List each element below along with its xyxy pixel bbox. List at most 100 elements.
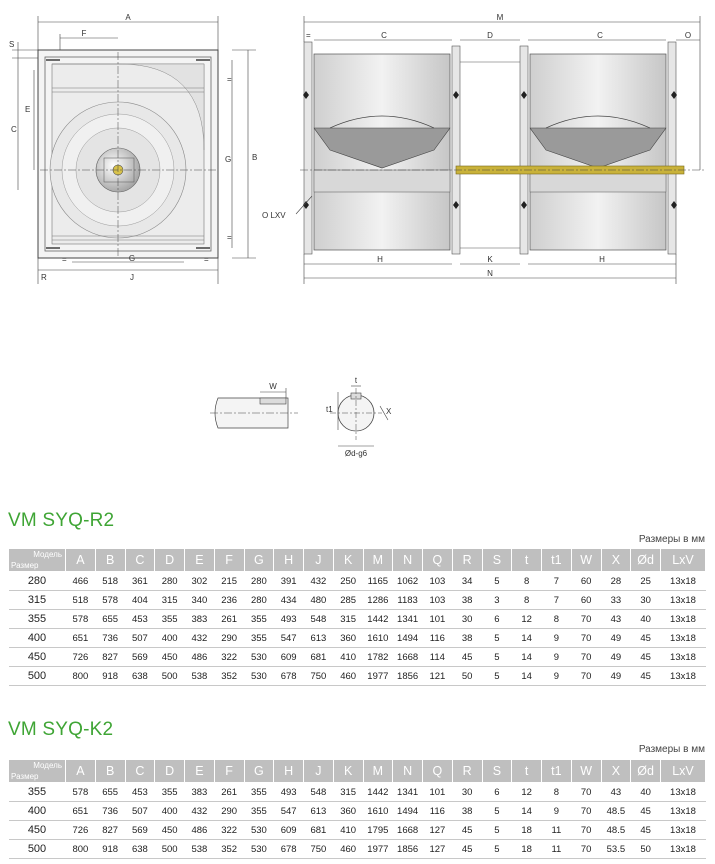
table-cell: 638 <box>125 839 155 859</box>
table-cell: 453 <box>125 782 155 802</box>
table-cell: 400 <box>154 628 185 648</box>
table-cell: 493 <box>273 782 304 802</box>
corner-size-label: Размер <box>11 561 39 570</box>
table-cell: 14 <box>511 628 542 648</box>
table-cell: 1165 <box>363 571 393 591</box>
table-cell: 70 <box>571 839 601 859</box>
table-cell: 70 <box>571 647 601 667</box>
table-cell: 116 <box>422 801 453 821</box>
table-cell: 49 <box>601 666 631 686</box>
row-size-cell: 500 <box>8 839 66 859</box>
table-cell: 1062 <box>392 571 423 591</box>
column-header: X <box>600 759 632 783</box>
table-cell: 38 <box>452 801 482 821</box>
table-cell: 14 <box>511 647 542 667</box>
table-cell: 800 <box>65 839 96 859</box>
table-cell: 750 <box>303 839 334 859</box>
column-header: E <box>184 548 215 572</box>
table-cell: 45 <box>630 666 661 686</box>
column-header: LxV <box>660 759 706 783</box>
table-cell: 30 <box>452 609 482 629</box>
table-cell: 8 <box>541 609 572 629</box>
table-cell: 280 <box>244 571 274 591</box>
corner-model-label: Модель <box>33 550 62 559</box>
table-cell: 432 <box>303 571 334 591</box>
table-cell: 450 <box>154 647 185 667</box>
table-cell: 13x18 <box>660 609 706 629</box>
column-header: Ød <box>630 759 661 783</box>
column-header: W <box>570 759 602 783</box>
dim-label-H1: H <box>377 255 383 264</box>
table-cell: 355 <box>154 782 185 802</box>
table-cell: 49 <box>601 628 631 648</box>
table-cell: 548 <box>303 782 334 802</box>
dim-label-G-bottom: G <box>129 254 135 263</box>
dim-label-H2: H <box>599 255 605 264</box>
table-cell: 548 <box>303 609 334 629</box>
table-cell: 70 <box>571 609 601 629</box>
table-cell: 40 <box>630 609 661 629</box>
table-cell: 30 <box>452 782 482 802</box>
dim-label-O: O <box>685 31 691 40</box>
column-header: N <box>392 548 423 572</box>
table-cell: 1494 <box>392 801 423 821</box>
table-cell: 6 <box>482 782 512 802</box>
table-cell: 11 <box>541 820 572 840</box>
table-cell: 453 <box>125 609 155 629</box>
table-cell: 500 <box>154 666 185 686</box>
table-cell: 400 <box>154 801 185 821</box>
table-cell: 530 <box>244 820 274 840</box>
table-cell: 5 <box>482 839 512 859</box>
table-cell: 3 <box>482 590 512 610</box>
table-cell: 70 <box>571 628 601 648</box>
table-cell: 578 <box>95 590 125 610</box>
table-cell: 114 <box>422 647 453 667</box>
table-cell: 50 <box>630 839 661 859</box>
table-cell: 40 <box>630 782 661 802</box>
dim-label-t1: t1 <box>326 405 333 414</box>
table-cell: 578 <box>65 609 96 629</box>
dim-label-J: J <box>130 273 134 282</box>
column-header: M <box>362 548 394 572</box>
table-cell: 45 <box>630 628 661 648</box>
table-cell: 1856 <box>392 839 423 859</box>
column-header: Q <box>422 548 453 572</box>
table-cell: 1341 <box>392 782 423 802</box>
table-cell: 569 <box>125 820 155 840</box>
dim-label-R: R <box>41 273 47 282</box>
table-cell: 391 <box>273 571 304 591</box>
table-cell: 355 <box>244 628 274 648</box>
table-cell: 8 <box>511 590 542 610</box>
dim-label-d: Ød-g6 <box>345 449 368 458</box>
table-cell: 103 <box>422 590 453 610</box>
table-cell: 507 <box>125 628 155 648</box>
column-header: Q <box>422 759 453 783</box>
table-cell: 8 <box>511 571 542 591</box>
corner-model-label: Модель <box>33 761 62 770</box>
table-cell: 651 <box>65 628 96 648</box>
table-cell: 355 <box>154 609 185 629</box>
table-cell: 9 <box>541 666 572 686</box>
table-cell: 70 <box>571 820 601 840</box>
table-cell: 651 <box>65 801 96 821</box>
section-title-k2: VM SYQ-K2 <box>8 719 114 740</box>
dim-label-eq-right: = <box>204 255 209 264</box>
dim-label-E: E <box>25 105 30 114</box>
table-cell: 486 <box>184 647 215 667</box>
table-cell: 538 <box>184 666 215 686</box>
column-header: H <box>273 759 304 783</box>
table-cell: 50 <box>452 666 482 686</box>
table-cell: 13x18 <box>660 590 706 610</box>
table-cell: 127 <box>422 839 453 859</box>
dim-label-t: t <box>355 376 358 385</box>
table-cell: 45 <box>630 647 661 667</box>
table-cell: 9 <box>541 628 572 648</box>
table-cell: 45 <box>630 820 661 840</box>
column-header: C <box>124 759 156 783</box>
table-cell: 355 <box>244 782 274 802</box>
table-cell: 726 <box>65 820 96 840</box>
table-cell: 736 <box>95 801 125 821</box>
row-size-cell: 500 <box>8 666 66 686</box>
